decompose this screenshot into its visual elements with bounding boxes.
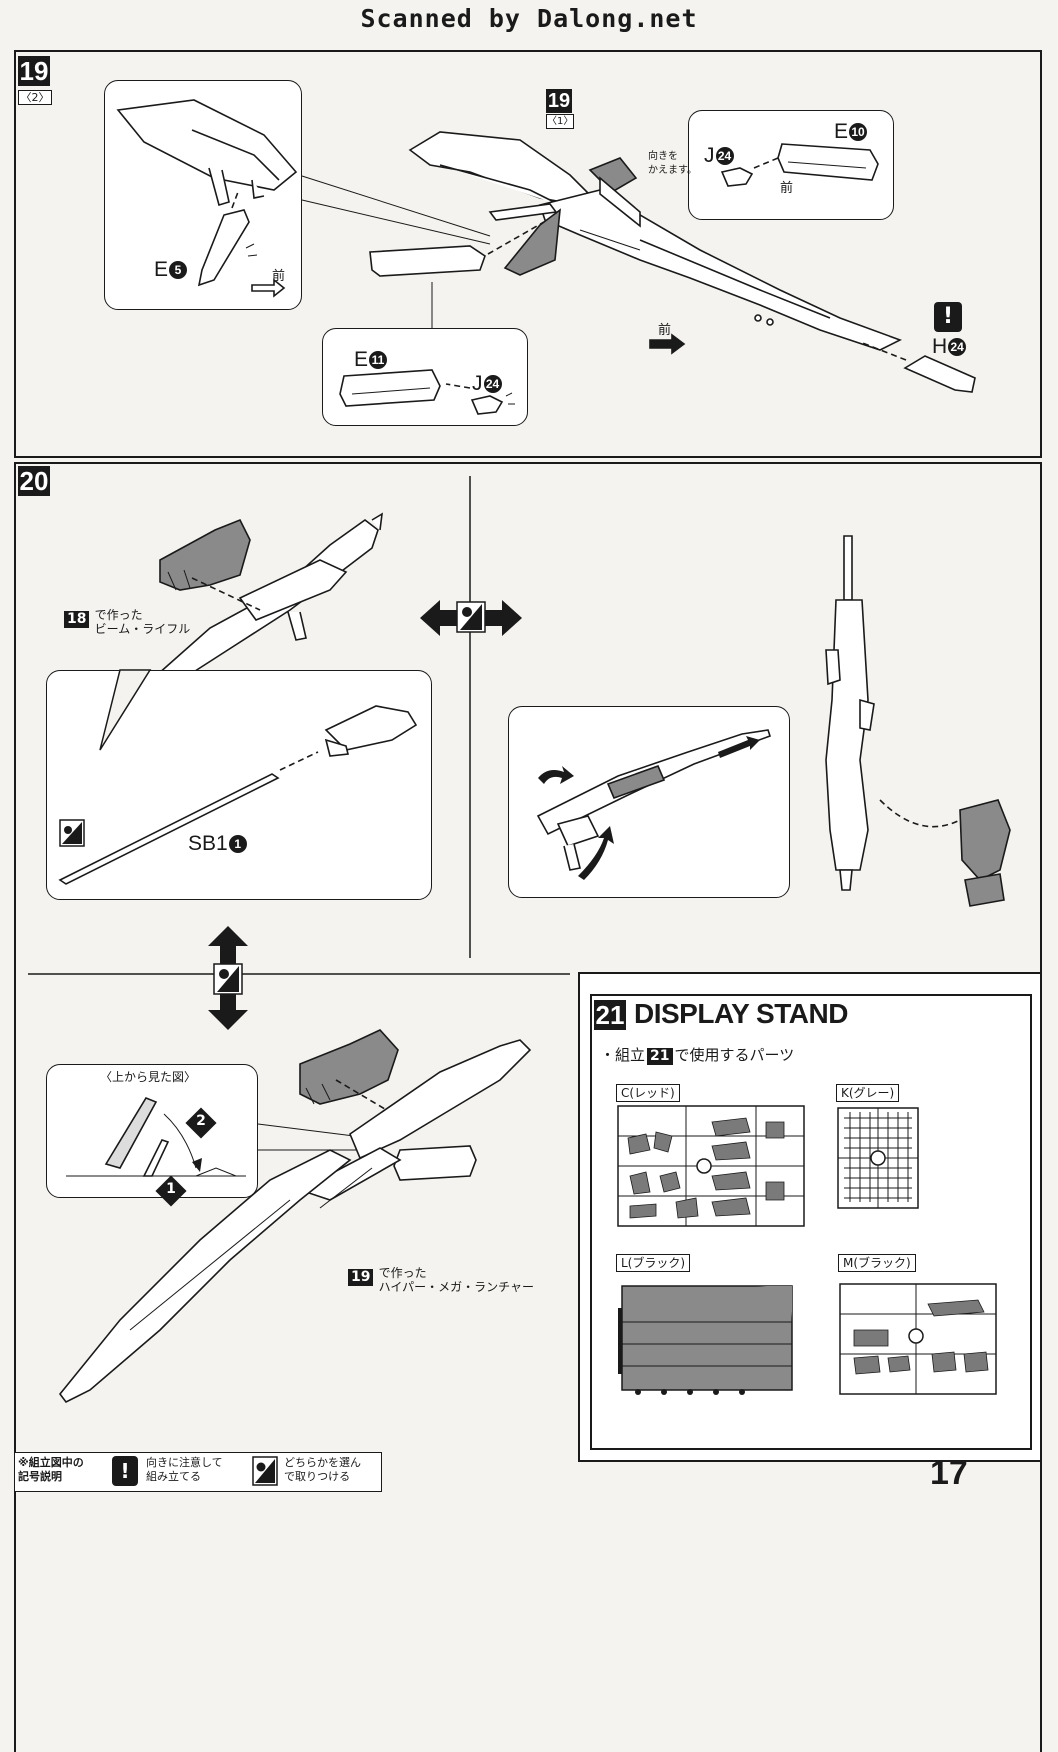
ref-step-19-number: 19 [546, 89, 572, 113]
front-label-1: 前 [272, 269, 286, 284]
turn-around-note: 向きを かえます。 [648, 151, 697, 176]
legend-warning-icon: ! [112, 1456, 138, 1486]
part-e10-number: 10 [849, 123, 868, 142]
part-j24b-letter: J [704, 144, 715, 167]
ref-step-19-substep: 〈1〉 [546, 114, 574, 129]
step-19-substep: 〈2〉 [18, 90, 52, 105]
part-h24-letter: H [932, 335, 948, 358]
front-label-2: 前 [780, 181, 794, 196]
part-sb1-number: 1 [228, 835, 247, 854]
legend-bar [14, 1452, 382, 1492]
grip-detail-illustration [116, 99, 298, 298]
step-21-title: DISPLAY STAND [634, 998, 848, 1029]
part-e5-letter: E [154, 258, 169, 281]
top-view-label: 〈上から見た図〉 [100, 1070, 197, 1084]
sprue-c-label: C(レッド) [616, 1084, 680, 1102]
part-j24a-number: 24 [483, 375, 502, 394]
choose-either-arrow [420, 600, 522, 636]
legend-warning-text: 向きに注意して 組み立てる [146, 1456, 223, 1483]
part-h24-number: 24 [948, 338, 967, 357]
part-j24b-number: 24 [715, 147, 734, 166]
rifle-extend-illustration [536, 729, 772, 880]
launcher-ref-text: で作った ハイパー・メガ・ランチャー [378, 1266, 534, 1294]
callout-leader-lines [301, 175, 491, 330]
launcher-ref-step: 19 [348, 1269, 374, 1286]
sb1-illustration [58, 705, 418, 885]
e10-j24-illustration [720, 143, 879, 187]
e11-j24-illustration [339, 369, 515, 415]
step-20-dividers [28, 476, 570, 975]
sprue-m-illustration [839, 1283, 997, 1395]
rifle-reference: 18 で作った ビーム・ライフル [64, 608, 190, 636]
sprue-l-illustration [618, 1285, 793, 1395]
legend-choose-text: どちらかを選ん で取りつける [284, 1456, 361, 1483]
step-21-number: 21 [594, 1000, 626, 1030]
legend-choose-icon [252, 1456, 278, 1486]
launcher-arm-illustration [58, 1029, 532, 1404]
part-e10-letter: E [834, 120, 849, 143]
sprue-k-label: K(グレー) [836, 1084, 900, 1102]
part-e11-letter: E [354, 348, 369, 371]
sprue-c-illustration [617, 1105, 805, 1227]
warning-icon: ! [934, 302, 962, 332]
top-view-illustration [66, 1097, 246, 1177]
vertical-rifle-illustration [825, 535, 1011, 907]
choose-either-vertical-arrow [208, 926, 248, 1030]
part-e11-number: 11 [369, 351, 388, 370]
step-19-panel [14, 50, 1042, 458]
front-label-3: 前 [658, 323, 672, 338]
parts-prefix: ・組立 [600, 1046, 646, 1064]
sprue-l-label: L(ブラック) [616, 1254, 691, 1272]
scanner-watermark: Scanned by Dalong.net [360, 4, 698, 33]
page-number: 17 [930, 1454, 968, 1492]
part-e5-number: 5 [169, 261, 188, 280]
step-21-inner [590, 994, 1032, 1450]
legend-title: ※組立図中の 記号説明 [18, 1456, 84, 1483]
sprue-k-illustration [837, 1107, 919, 1209]
top-view-step-2-num: 2 [196, 1113, 206, 1129]
parts-suffix: で使用するパーツ [674, 1046, 795, 1064]
launcher-reference: 19 で作った ハイパー・メガ・ランチャー [348, 1266, 534, 1294]
sb1-callout-pointer [99, 669, 152, 751]
part-sb1-letter: SB1 [188, 832, 228, 855]
parts-step-number: 21 [647, 1048, 673, 1065]
sprue-m-label: M(ブラック) [838, 1254, 916, 1272]
step-19-number: 19 [18, 56, 50, 86]
rifle-ref-text: で作った ビーム・ライフル [94, 608, 191, 636]
rifle-ref-step: 18 [64, 611, 90, 628]
step-20-number: 20 [18, 466, 50, 496]
top-view-step-1-num: 1 [166, 1181, 176, 1197]
part-j24a-letter: J [472, 372, 483, 395]
